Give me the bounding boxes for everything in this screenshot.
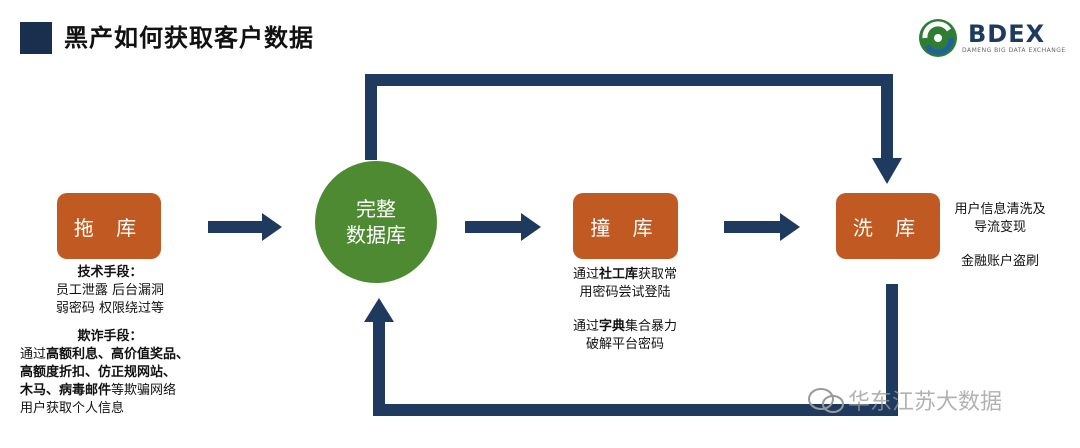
zhuangku-note1-line2: 用密码尝试登陆 <box>579 285 671 300</box>
logo-subtitle: DAMENG BIG DATA EXCHANGE <box>962 47 1066 54</box>
arrow-tuoku-to-db <box>208 213 282 241</box>
watermark-text: 华东江苏大数据 <box>848 390 1003 415</box>
bottom-loop-arrowhead <box>364 298 394 322</box>
logo-name: BDEX <box>968 20 1046 48</box>
title-block <box>20 22 52 54</box>
fraud-line3: 木马、病毒邮件等欺骗网络 <box>20 383 177 398</box>
wechat-icon <box>808 388 844 413</box>
bdex-logo-icon <box>919 19 957 57</box>
page-title: 黑产如何获取客户数据 <box>64 24 314 52</box>
node-zhuangku: 撞 库 <box>573 193 678 259</box>
xiku-note-line3: 金融账户盗刷 <box>960 254 1039 269</box>
bottom-loop-arrow <box>373 284 898 416</box>
node-database: 完整 数据库 <box>315 161 437 283</box>
zhuangku-note2-line1: 通过字典集合暴力 <box>572 319 678 334</box>
top-loop-arrowhead <box>872 158 902 184</box>
fraud-heading: 欺诈手段： <box>77 329 143 344</box>
fraud-line4: 用户获取个人信息 <box>20 401 125 416</box>
xiku-note-line1: 用户信息清洗及 <box>954 202 1046 217</box>
zhuangku-note1-line1: 通过社工库获取常 <box>572 267 678 282</box>
node-xiku: 洗 库 <box>836 193 940 259</box>
xiku-note-line2: 导流变现 <box>973 220 1026 235</box>
arrow-zhuangku-to-xiku <box>724 213 800 241</box>
tech-line2: 弱密码 权限绕过等 <box>55 301 165 316</box>
node-tuoku: 拖 库 <box>57 193 161 259</box>
zhuangku-note2-line2: 破解平台密码 <box>585 337 664 352</box>
fraud-line1: 通过高额利息、高价值奖品、 <box>20 347 190 362</box>
database-label-line2: 数据库 <box>346 223 406 247</box>
tech-line1: 员工泄露 后台漏洞 <box>55 283 165 298</box>
database-label-line1: 完整 <box>356 197 396 221</box>
top-loop-arrow <box>365 74 893 164</box>
fraud-line2: 高额度折扣、仿正规网站、 <box>20 365 177 380</box>
tech-heading: 技术手段： <box>77 265 143 280</box>
arrow-db-to-zhuangku <box>465 213 541 241</box>
